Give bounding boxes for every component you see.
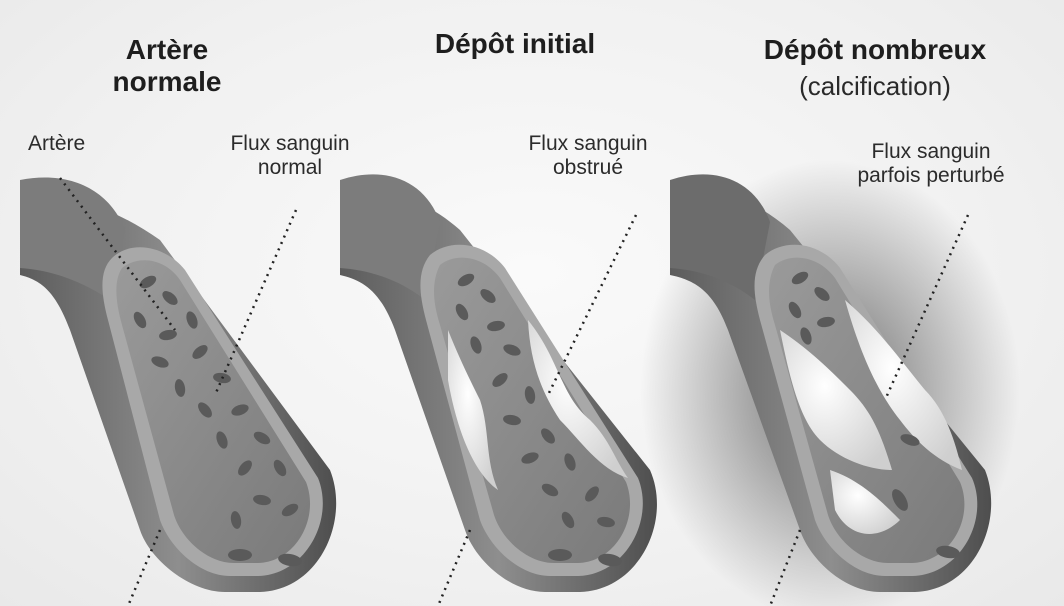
label-flow-obstructed-line1: Flux sanguin <box>508 132 668 156</box>
label-flow-normal-line1: Flux sanguin <box>210 132 370 156</box>
artery-normal <box>20 177 336 606</box>
label-flow-disturbed: Flux sanguin parfois perturbé <box>836 140 1026 188</box>
artery-initial-deposit <box>340 174 657 606</box>
label-flow-obstructed-line2: obstrué <box>508 156 668 180</box>
label-flow-normal-line2: normal <box>210 156 370 180</box>
label-flow-obstructed: Flux sanguin obstrué <box>508 132 668 180</box>
panel-1-title-line2: normale <box>92 66 242 98</box>
bottom-leader-line-2 <box>438 530 470 606</box>
label-flow-normal: Flux sanguin normal <box>210 132 370 180</box>
panel-1-title: Artère normale <box>92 34 242 98</box>
artery-heavy-deposit <box>640 160 1020 606</box>
panel-2-title: Dépôt initial <box>420 28 610 60</box>
label-artery: Artère <box>28 132 85 156</box>
panel-3-title: Dépôt nombreux <box>750 34 1000 66</box>
label-flow-disturbed-line1: Flux sanguin <box>836 140 1026 164</box>
panel-1-title-line1: Artère <box>92 34 242 66</box>
label-flow-disturbed-line2: parfois perturbé <box>836 164 1026 188</box>
panel-3-subtitle: (calcification) <box>750 72 1000 102</box>
